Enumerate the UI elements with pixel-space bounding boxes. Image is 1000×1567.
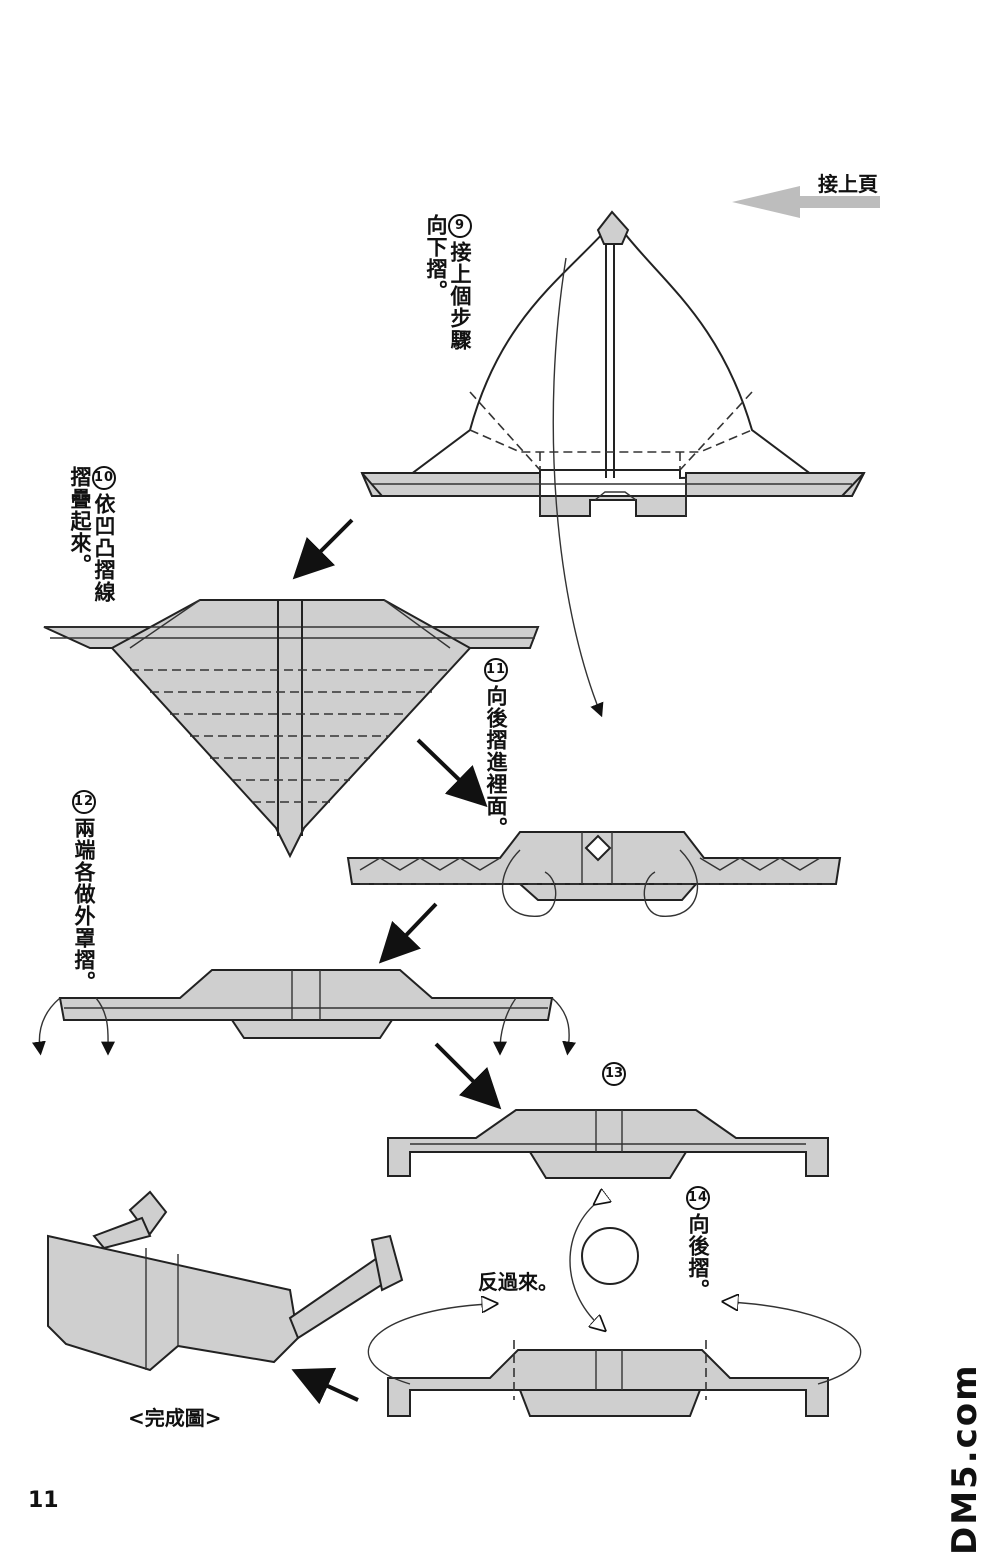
- watermark-logo: DM5.com: [940, 1363, 990, 1560]
- watermark-text: DM5.com: [945, 1363, 985, 1555]
- step-13-figure: [387, 1109, 829, 1179]
- step-number-12: 12: [72, 790, 96, 814]
- step-14-text: 14 向後摺。: [686, 1186, 710, 1301]
- next-step-arrow: [378, 902, 438, 964]
- step-13-label: 13: [602, 1062, 626, 1089]
- step-number-10: 10: [92, 466, 116, 490]
- step-number-13: 13: [602, 1062, 626, 1086]
- step-14-figure: [367, 1302, 862, 1417]
- flip-over-icon: [569, 1200, 639, 1326]
- step-12-text: 12 兩端各做外罩摺。: [72, 790, 96, 993]
- continue-label: 接上頁: [818, 172, 878, 196]
- step-9-figure: [360, 210, 866, 718]
- step-11-text: 11 向後摺進裡面。: [484, 658, 508, 839]
- step-10-text: 10 依凹凸摺線 摺疊起來。: [68, 466, 116, 603]
- step-number-14: 14: [686, 1186, 710, 1210]
- finished-label: <完成圖>: [128, 1406, 222, 1430]
- next-step-arrow: [416, 738, 488, 808]
- next-step-arrow: [291, 1367, 359, 1405]
- step-10-line1: 依凹凸摺線: [92, 493, 116, 603]
- step-10-figure: [43, 599, 540, 859]
- step-9-text: 9 接上個步驟 向下摺。: [424, 214, 472, 351]
- step-12-figure: [31, 969, 577, 1056]
- flip-over-label: 反過來。: [478, 1270, 558, 1294]
- step-9-line2: 向下摺。: [424, 214, 448, 302]
- continue-arrow-icon: [732, 186, 880, 218]
- step-11-line1: 向後摺進裡面。: [484, 685, 508, 839]
- step-9-line1: 接上個步驟: [448, 241, 472, 351]
- step-12-line1: 兩端各做外罩摺。: [72, 817, 96, 993]
- step-number-9: 9: [448, 214, 472, 238]
- next-step-arrow: [434, 1042, 502, 1110]
- step-11-figure: [346, 831, 842, 917]
- finished-glasses-figure: [47, 1190, 404, 1372]
- step-10-line2: 摺疊起來。: [68, 466, 92, 576]
- next-step-arrow: [292, 518, 354, 580]
- page-number: 11: [28, 1488, 59, 1513]
- step-number-11: 11: [484, 658, 508, 682]
- step-14-line1: 向後摺。: [686, 1213, 710, 1301]
